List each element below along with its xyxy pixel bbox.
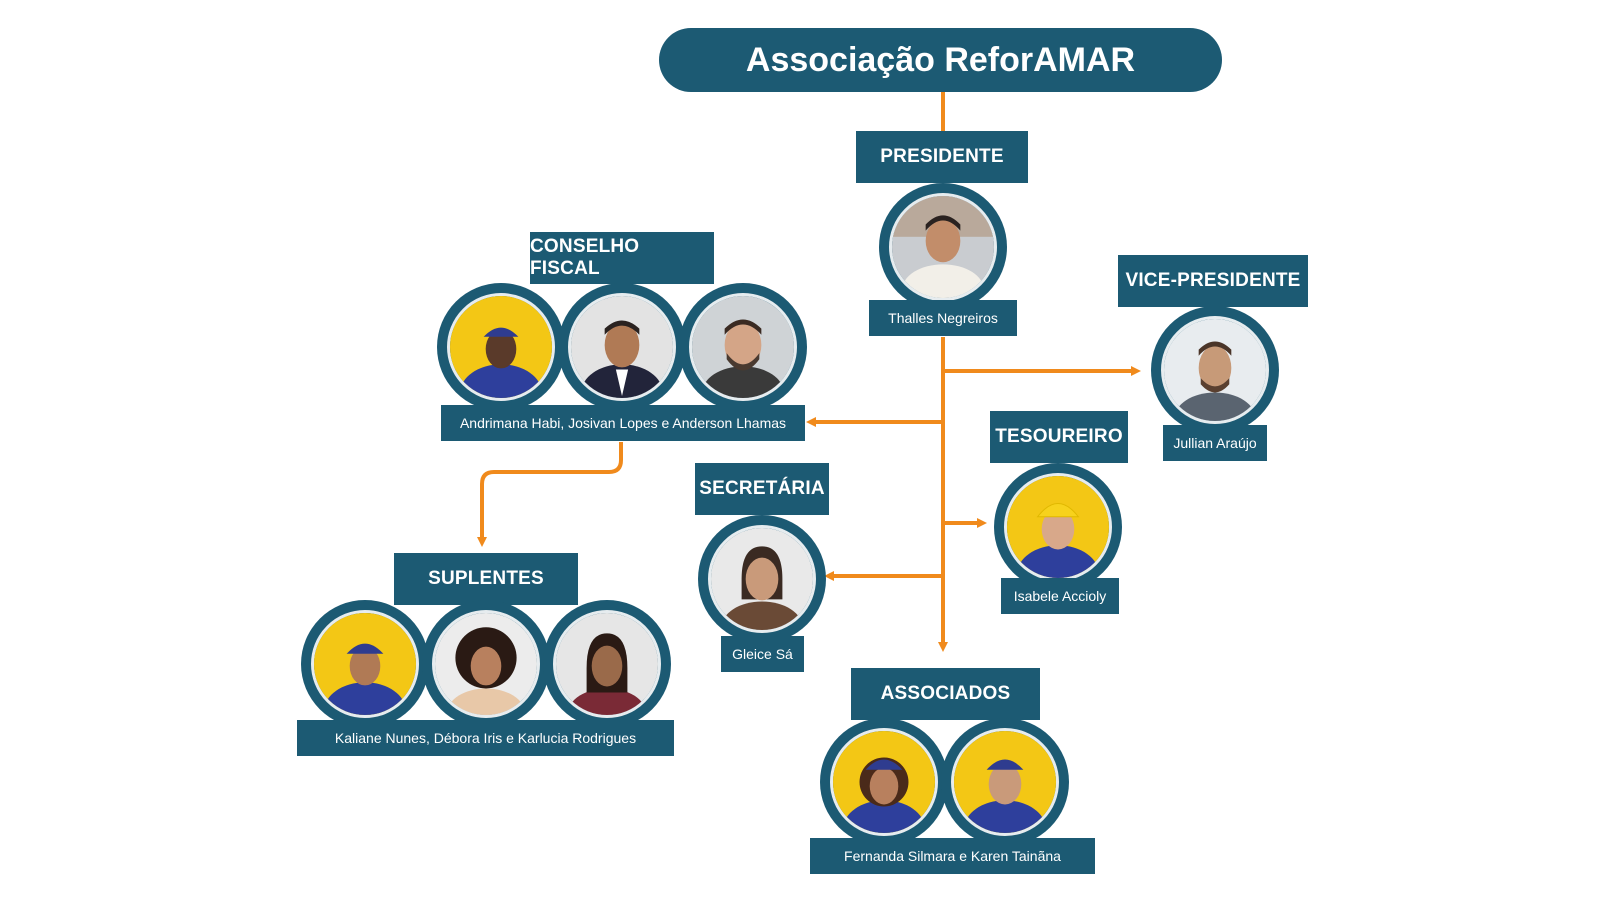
associados-avatar-1 <box>820 718 948 846</box>
suplentes-header: SUPLENTES <box>394 553 578 605</box>
tesoureiro-header: TESOUREIRO <box>990 411 1128 463</box>
conselho-fiscal-names: Andrimana Habi, Josivan Lopes e Anderson… <box>441 405 805 441</box>
page-title: Associação ReforAMAR <box>659 28 1222 92</box>
conselho-fiscal-header: CONSELHO FISCAL <box>530 232 714 284</box>
suplentes-avatar-2 <box>422 600 550 728</box>
conselho-avatar-3 <box>679 283 807 411</box>
secretaria-avatar <box>698 515 826 643</box>
suplentes-avatar-3 <box>543 600 671 728</box>
suplentes-names: Kaliane Nunes, Débora Iris e Karlucia Ro… <box>297 720 674 756</box>
vice-presidente-name: Jullian Araújo <box>1163 425 1267 461</box>
associados-header: ASSOCIADOS <box>851 668 1040 720</box>
associados-names: Fernanda Silmara e Karen Tainãna <box>810 838 1095 874</box>
tesoureiro-avatar <box>994 463 1122 591</box>
tesoureiro-name: Isabele Accioly <box>1001 578 1119 614</box>
conselho-avatar-1 <box>437 283 565 411</box>
secretaria-header: SECRETÁRIA <box>695 463 829 515</box>
presidente-name: Thalles Negreiros <box>869 300 1017 336</box>
vice-presidente-header: VICE-PRESIDENTE <box>1118 255 1308 307</box>
presidente-avatar <box>879 183 1007 311</box>
conselho-avatar-2 <box>558 283 686 411</box>
secretaria-name: Gleice Sá <box>721 636 804 672</box>
suplentes-avatar-1 <box>301 600 429 728</box>
vice-presidente-avatar <box>1151 306 1279 434</box>
connector-conselho-suplentes <box>477 442 623 547</box>
presidente-header: PRESIDENTE <box>856 131 1028 183</box>
associados-avatar-2 <box>941 718 1069 846</box>
